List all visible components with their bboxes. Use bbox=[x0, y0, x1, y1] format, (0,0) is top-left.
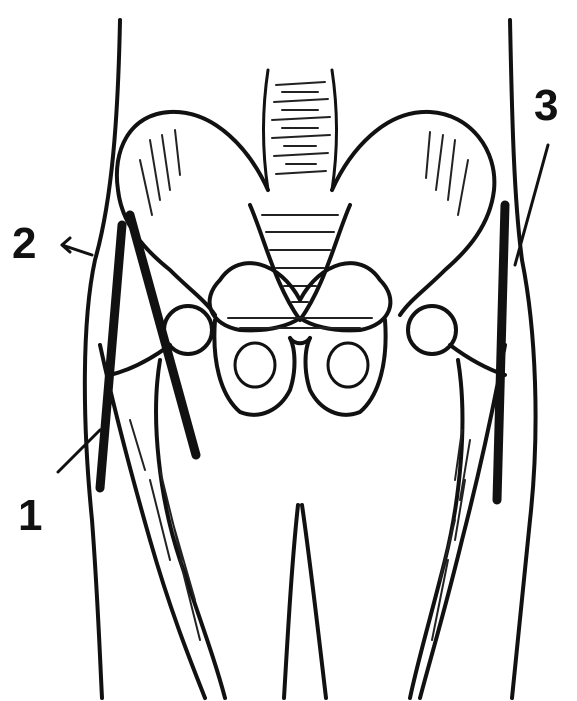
leader-line-1 bbox=[58, 430, 100, 472]
left-femur bbox=[100, 306, 225, 698]
right-body-contour bbox=[510, 20, 536, 698]
lumbar-spine bbox=[264, 70, 337, 190]
label-2: 2 bbox=[12, 219, 36, 268]
iliac-wings bbox=[117, 112, 495, 315]
label-3: 3 bbox=[534, 81, 558, 130]
sacrum bbox=[250, 205, 350, 320]
marked-line-3 bbox=[497, 205, 505, 500]
inner-thigh-right bbox=[302, 505, 326, 698]
left-iliac-wing bbox=[117, 112, 268, 315]
left-obturator-foramen bbox=[235, 343, 275, 387]
right-iliac-wing bbox=[332, 112, 494, 315]
right-obturator-foramen bbox=[328, 343, 368, 387]
right-femur bbox=[408, 306, 505, 698]
leader-line-3 bbox=[515, 145, 548, 265]
marked-line-inner-left bbox=[130, 215, 196, 455]
inner-thigh-left bbox=[284, 505, 298, 698]
pubic-region bbox=[214, 320, 385, 415]
pelvic-inlet bbox=[210, 263, 391, 330]
label-1: 1 bbox=[18, 491, 42, 540]
